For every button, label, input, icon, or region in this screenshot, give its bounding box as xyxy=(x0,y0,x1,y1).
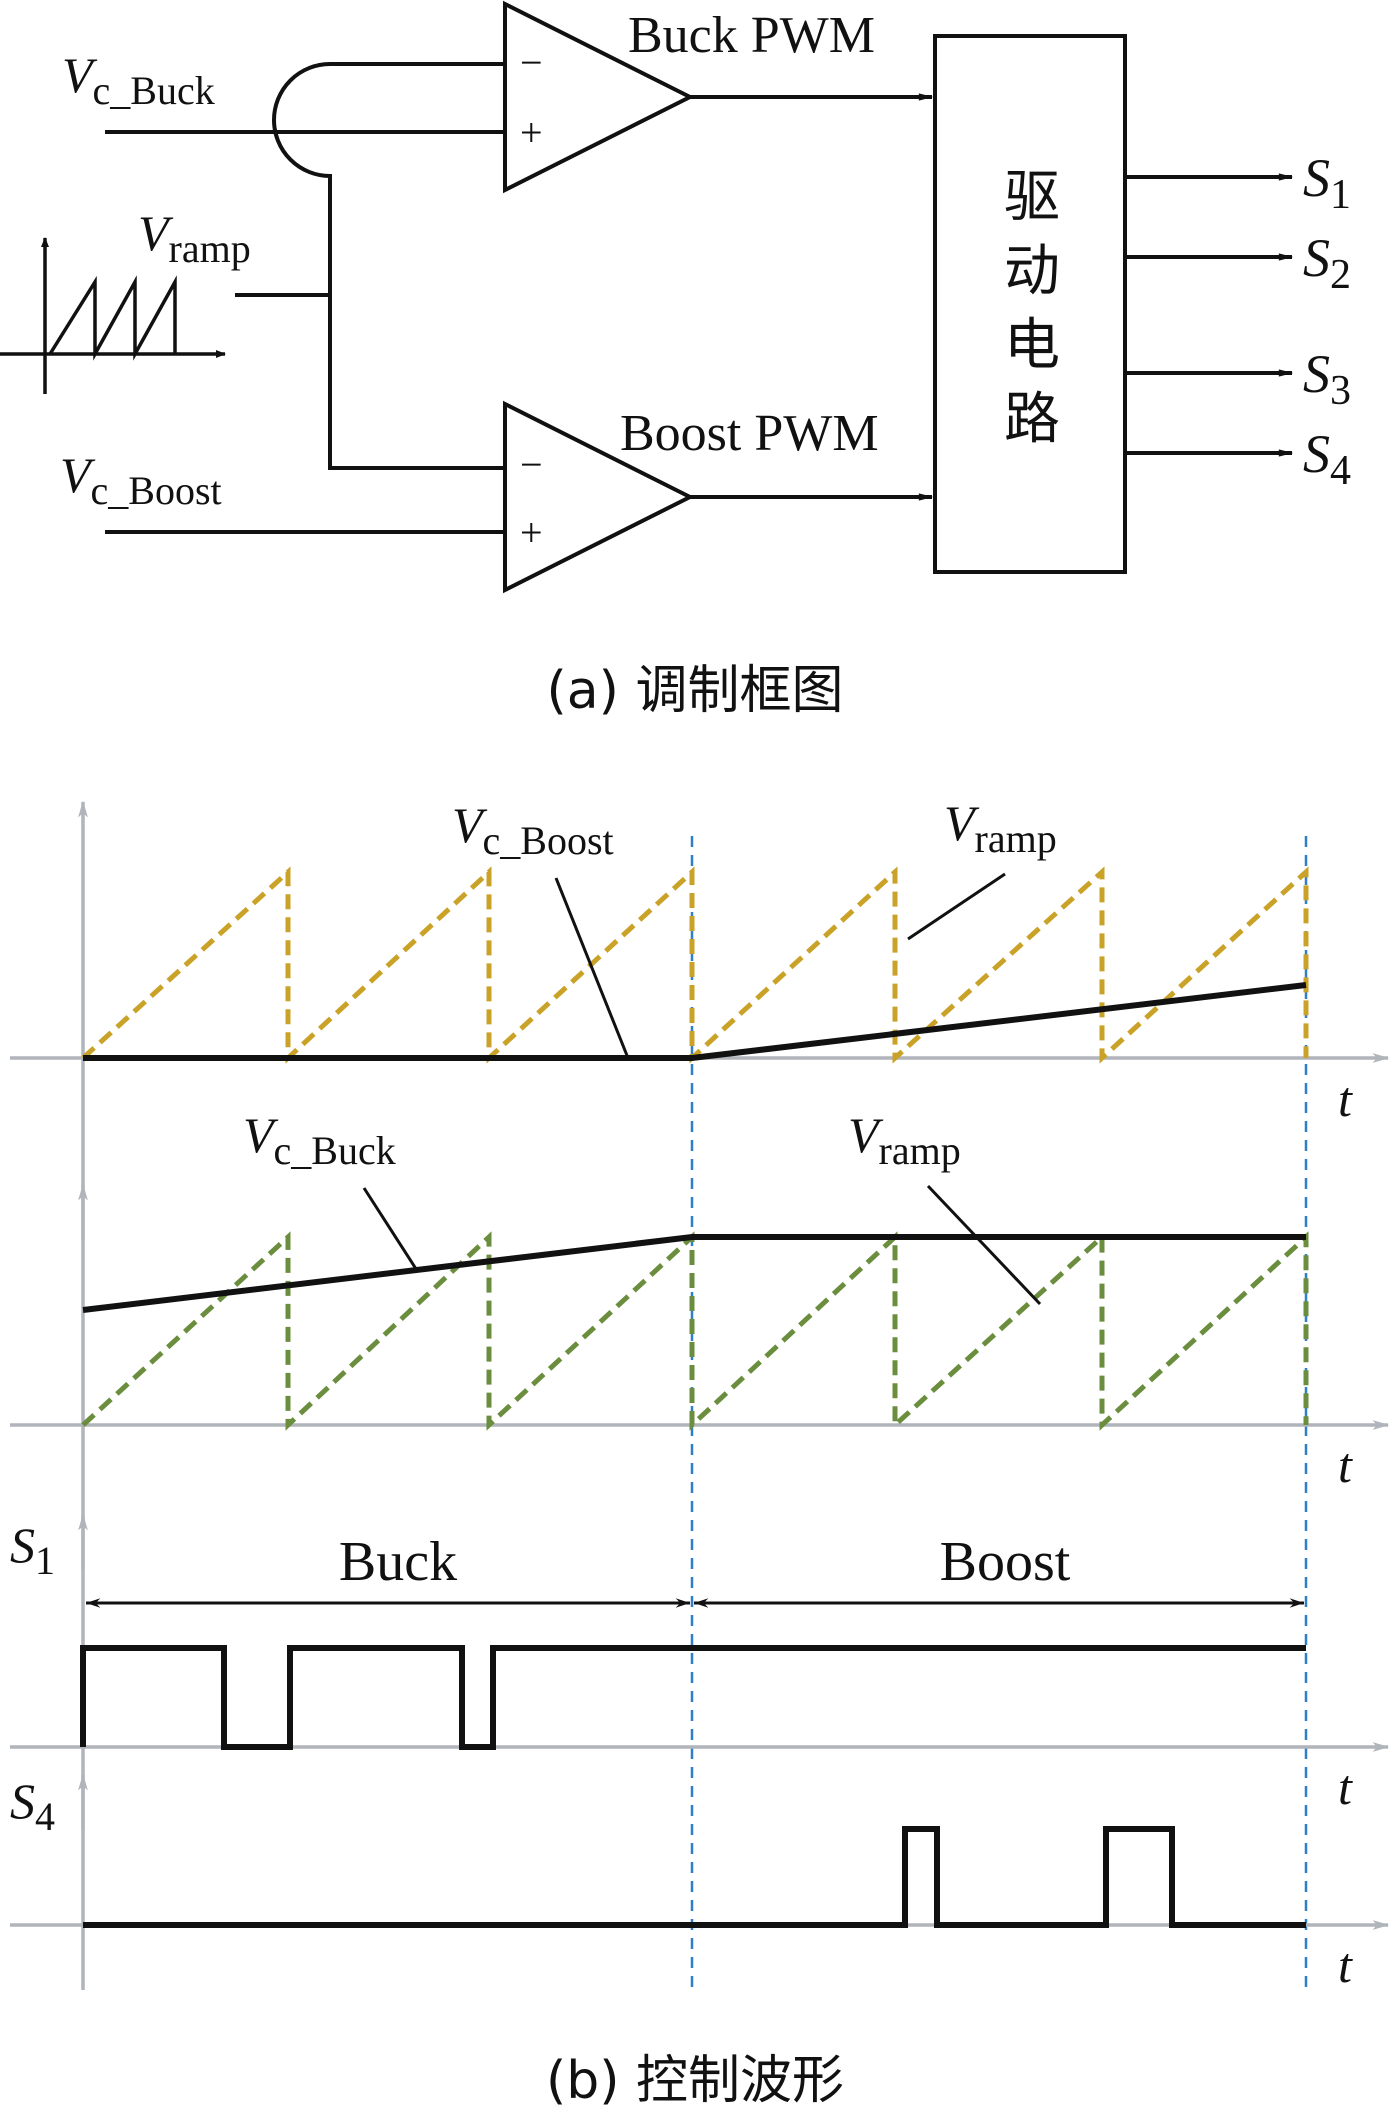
buck-comparator-minus: − xyxy=(520,40,543,85)
pointer-lines xyxy=(362,872,1042,1306)
buck-panel-vc-label: Vc_Buck xyxy=(243,1107,396,1173)
s4-waveform xyxy=(83,1826,1306,1928)
boost-comparator-minus: − xyxy=(520,442,543,487)
ramp-wire-down xyxy=(328,295,505,470)
vc-buck-pointer xyxy=(362,1187,420,1273)
buck-comparator xyxy=(503,0,695,194)
vc-boost-pointer xyxy=(554,877,630,1059)
boost-mode-label: Boost xyxy=(940,1531,1071,1593)
caption-a: (a) 调制框图 xyxy=(547,661,844,721)
buck-mode-label: Buck xyxy=(339,1531,457,1593)
vramp-label: Vramp xyxy=(138,205,251,271)
s3-output-label: S3 xyxy=(1303,344,1351,414)
driver-block xyxy=(933,34,1127,574)
vc-boost-label: Vc_Boost xyxy=(60,447,222,513)
panel3-t-label: t xyxy=(1338,1759,1353,1815)
s1-output-label: S1 xyxy=(1303,148,1351,218)
boost-comparator-plus: + xyxy=(520,510,543,555)
buck-comparator-plus: + xyxy=(520,110,543,155)
boost-vramp-pointer xyxy=(907,872,1006,941)
boost-pwm-label: Boost PWM xyxy=(620,405,879,462)
boost-ramp-waveform xyxy=(81,866,1309,1064)
caption-b: (b) 控制波形 xyxy=(546,2051,844,2111)
axes xyxy=(10,800,1390,1990)
ramp-wire-bus xyxy=(272,62,505,295)
buck-pwm-label: Buck PWM xyxy=(628,7,875,64)
buck-panel-vramp-label: Vramp xyxy=(848,1107,961,1173)
driver-char-2: 动 xyxy=(1004,239,1060,304)
boost-panel-vc-label: Vc_Boost xyxy=(452,797,614,863)
s2-output-label: S2 xyxy=(1303,228,1351,298)
panel2-t-label: t xyxy=(1338,1437,1353,1493)
s4-axis-label: S4 xyxy=(10,1773,55,1839)
vc-boost-waveform xyxy=(83,982,1307,1061)
modulation-block-diagram xyxy=(0,0,1294,594)
driver-char-3: 电 xyxy=(1004,313,1060,378)
vc-buck-label: Vc_Buck xyxy=(62,47,215,113)
driver-char-1: 驱 xyxy=(1004,165,1060,230)
panel1-t-label: t xyxy=(1338,1071,1353,1127)
buck-ramp-waveform xyxy=(81,1231,1309,1431)
panel4-t-label: t xyxy=(1338,1937,1353,1993)
boost-panel-vramp-label: Vramp xyxy=(944,795,1057,861)
driver-char-4: 路 xyxy=(1004,387,1060,452)
phase-dividers xyxy=(690,836,1308,1990)
vc-buck-waveform xyxy=(82,1234,1306,1313)
sawtooth-icon xyxy=(0,237,226,394)
s1-axis-label: S1 xyxy=(10,1517,55,1583)
boost-comparator xyxy=(503,400,695,594)
s1-waveform xyxy=(80,1645,1306,1750)
buck-vramp-pointer xyxy=(926,1184,1042,1306)
s4-output-label: S4 xyxy=(1303,424,1351,494)
